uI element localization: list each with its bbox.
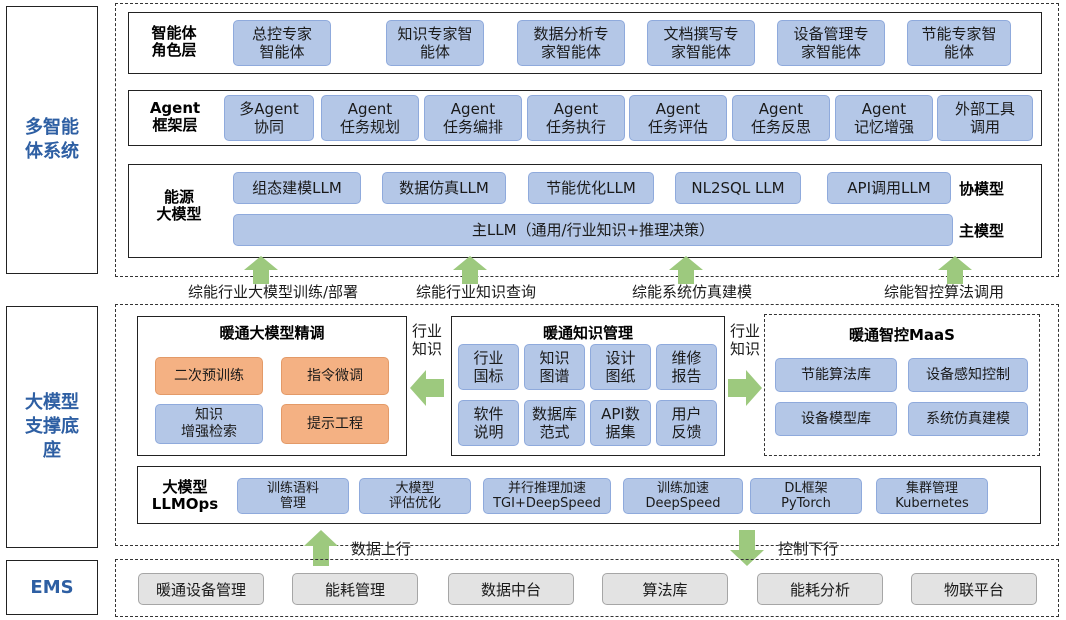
up-arrow-1 xyxy=(244,256,278,284)
hvac-maas-title: 暖通智控MaaS xyxy=(849,326,955,344)
hvac-finetune-title: 暖通大模型精调 xyxy=(219,324,325,342)
framework-task-evaluation: Agent 任务评估 xyxy=(629,95,727,141)
right-arrow-knowledge xyxy=(728,370,762,406)
framework-multi-agent: 多Agent 协同 xyxy=(224,95,314,141)
maas-system-simulation: 系统仿真建模 xyxy=(908,402,1028,436)
agent-framework-layer-label: Agent 框架层 xyxy=(149,99,201,134)
energy-llm-label: 能源 大模型 xyxy=(156,188,202,223)
hvac-finetune-panel: 暖通大模型精调 二次预训练 指令微调 知识 增强检索 提示工程 xyxy=(137,316,407,456)
co-model-tag: 协模型 xyxy=(959,180,1005,198)
ems-iot-platform: 物联平台 xyxy=(911,573,1037,605)
role-master-agent: 总控专家 智能体 xyxy=(233,20,331,66)
framework-memory-enhance: Agent 记忆增强 xyxy=(835,95,933,141)
arrow-label-simulation: 综能系统仿真建模 xyxy=(632,283,753,301)
knowledge-design-drawings: 设计 图纸 xyxy=(590,344,651,390)
co-model-energy-optimization: 节能优化LLM xyxy=(528,172,654,204)
knowledge-user-feedback: 用户 反馈 xyxy=(656,400,717,446)
instruction-finetuning: 指令微调 xyxy=(281,357,389,395)
llmops-cluster-management: 集群管理 Kubernetes xyxy=(876,478,988,514)
up-arrow-3 xyxy=(669,256,703,284)
industry-knowledge-label-left: 行业 知识 xyxy=(411,322,442,358)
maas-device-perception-control: 设备感知控制 xyxy=(908,358,1028,392)
agent-framework-layer: Agent 框架层 多Agent 协同 Agent 任务规划 Agent 任务编… xyxy=(128,90,1042,146)
left-arrow-knowledge xyxy=(410,370,444,406)
framework-task-planning: Agent 任务规划 xyxy=(321,95,419,141)
llmops-corpus-management: 训练语料 管理 xyxy=(237,478,349,514)
ems-region xyxy=(115,559,1059,617)
llmops-training-acceleration: 训练加速 DeepSpeed xyxy=(623,478,743,514)
ems-data-platform: 数据中台 xyxy=(448,573,574,605)
framework-external-tools: 外部工具 调用 xyxy=(937,95,1033,141)
control-down-arrow xyxy=(730,530,764,566)
multi-agent-system-label: 多智能 体系统 xyxy=(6,6,98,274)
knowledge-maintenance-reports: 维修 报告 xyxy=(656,344,717,390)
llm-support-base-label: 大模型 支撑底 座 xyxy=(6,306,98,548)
maas-energy-algorithms: 节能算法库 xyxy=(775,358,897,392)
role-device-agent: 设备管理专 家智能体 xyxy=(777,20,885,66)
ems-algorithm-library: 算法库 xyxy=(602,573,728,605)
co-model-api-call: API调用LLM xyxy=(827,172,951,204)
role-document-agent: 文档撰写专 家智能体 xyxy=(647,20,755,66)
multi-agent-region xyxy=(115,3,1059,277)
role-data-analysis-agent: 数据分析专 家智能体 xyxy=(517,20,625,66)
main-llm: 主LLM（通用/行业知识+推理决策） xyxy=(233,214,953,246)
prompt-engineering: 提示工程 xyxy=(281,404,389,444)
co-model-nl2sql: NL2SQL LLM xyxy=(675,172,801,204)
ems-label: EMS xyxy=(6,560,98,615)
arrow-label-algorithm-call: 综能智控算法调用 xyxy=(884,283,1005,301)
ems-energy-analysis: 能耗分析 xyxy=(757,573,883,605)
support-region xyxy=(115,304,1059,546)
role-energy-saving-agent: 节能专家智 能体 xyxy=(907,20,1011,66)
up-arrow-4 xyxy=(938,256,972,284)
llmops-inference-acceleration: 并行推理加速 TGI+DeepSpeed xyxy=(483,478,611,514)
data-up-arrow xyxy=(304,530,338,566)
hvac-knowledge-panel: 暖通知识管理 行业 国标 知识 图谱 设计 图纸 维修 报告 软件 说明 数据库… xyxy=(451,316,725,456)
role-knowledge-agent: 知识专家智 能体 xyxy=(386,20,484,66)
llmops-dl-framework: DL框架 PyTorch xyxy=(750,478,862,514)
hvac-knowledge-title: 暖通知识管理 xyxy=(542,324,633,342)
up-arrow-2 xyxy=(453,256,487,284)
agent-role-layer-label: 智能体 角色层 xyxy=(151,24,197,59)
secondary-pretraining: 二次预训练 xyxy=(155,357,263,395)
llmops-label: 大模型 LLMOps xyxy=(151,478,219,513)
framework-task-reflection: Agent 任务反思 xyxy=(732,95,830,141)
co-model-configuration: 组态建模LLM xyxy=(233,172,361,204)
energy-llm-layer: 能源 大模型 组态建模LLM 数据仿真LLM 节能优化LLM NL2SQL LL… xyxy=(128,164,1042,258)
ems-hvac-device-management: 暖通设备管理 xyxy=(138,573,264,605)
hvac-maas-panel: 暖通智控MaaS 节能算法库 设备感知控制 设备模型库 系统仿真建模 xyxy=(764,314,1040,456)
co-model-data-simulation: 数据仿真LLM xyxy=(382,172,506,204)
data-up-label: 数据上行 xyxy=(351,540,412,558)
control-down-label: 控制下行 xyxy=(778,540,839,558)
knowledge-database-schema: 数据库 范式 xyxy=(524,400,585,446)
main-model-tag: 主模型 xyxy=(959,222,1005,240)
framework-task-execution: Agent 任务执行 xyxy=(527,95,625,141)
llmops-evaluation: 大模型 评估优化 xyxy=(359,478,471,514)
knowledge-software-docs: 软件 说明 xyxy=(458,400,519,446)
agent-role-layer: 智能体 角色层 总控专家 智能体 知识专家智 能体 数据分析专 家智能体 文档撰… xyxy=(128,12,1042,74)
arrow-label-knowledge-query: 综能行业知识查询 xyxy=(416,283,537,301)
arrow-label-training: 综能行业大模型训练/部署 xyxy=(188,283,359,301)
knowledge-national-standard: 行业 国标 xyxy=(458,344,519,390)
llmops-layer: 大模型 LLMOps 训练语料 管理 大模型 评估优化 并行推理加速 TGI+D… xyxy=(137,466,1041,524)
ems-energy-management: 能耗管理 xyxy=(292,573,418,605)
knowledge-api-dataset: API数 据集 xyxy=(590,400,651,446)
framework-task-orchestration: Agent 任务编排 xyxy=(424,95,522,141)
maas-device-model-library: 设备模型库 xyxy=(775,402,897,436)
knowledge-graph: 知识 图谱 xyxy=(524,344,585,390)
knowledge-enhanced-retrieval: 知识 增强检索 xyxy=(155,404,263,444)
industry-knowledge-label-right: 行业 知识 xyxy=(729,322,760,358)
